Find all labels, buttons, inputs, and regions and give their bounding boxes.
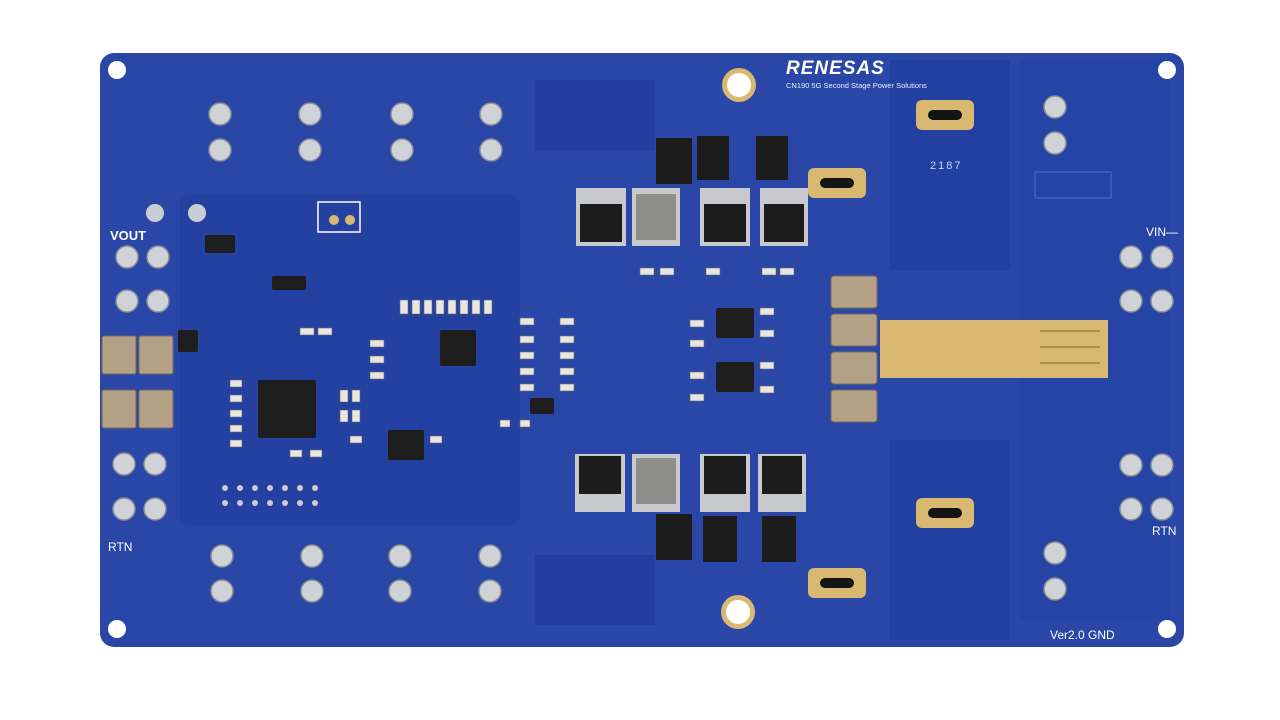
version-label: Ver2.0 GND: [1050, 628, 1115, 642]
mosfets-top: [576, 136, 808, 246]
vin-label: VIN—: [1146, 225, 1179, 239]
passive-components: [229, 267, 795, 458]
rtn-left-label: RTN: [108, 540, 133, 554]
center-holes: [721, 68, 756, 629]
copper-pour-bottom: [535, 555, 655, 625]
brand-logo-text: RENESAS: [786, 58, 885, 79]
capacitors-left: [101, 335, 174, 429]
ics: [178, 235, 754, 460]
vias-left-terminal: [112, 245, 170, 521]
gold-busbar: [880, 320, 1108, 378]
vout-label: VOUT: [110, 228, 147, 243]
capacitors-right: [830, 275, 878, 423]
rtn-right-label: RTN: [1152, 524, 1177, 538]
vias-right-terminal: [1119, 245, 1174, 521]
vias-top: [208, 95, 1067, 162]
header-pads: [146, 204, 318, 506]
board-subtitle: CN190 5G Second Stage Power Solutions: [786, 81, 927, 90]
silk-code-label: 2187: [930, 160, 963, 172]
mosfets-bottom: [575, 454, 806, 562]
copper-pour-right-bottom: [890, 440, 1010, 640]
mounting-holes: [108, 61, 1176, 638]
silk-box: [1034, 171, 1112, 199]
vias-bottom: [210, 541, 1067, 603]
slot-pads: [808, 100, 974, 598]
busbar-dots: [1040, 330, 1100, 364]
copper-pour-right-top: [890, 60, 1010, 270]
connector-j9: [317, 201, 361, 233]
copper-pour-top: [535, 80, 655, 150]
